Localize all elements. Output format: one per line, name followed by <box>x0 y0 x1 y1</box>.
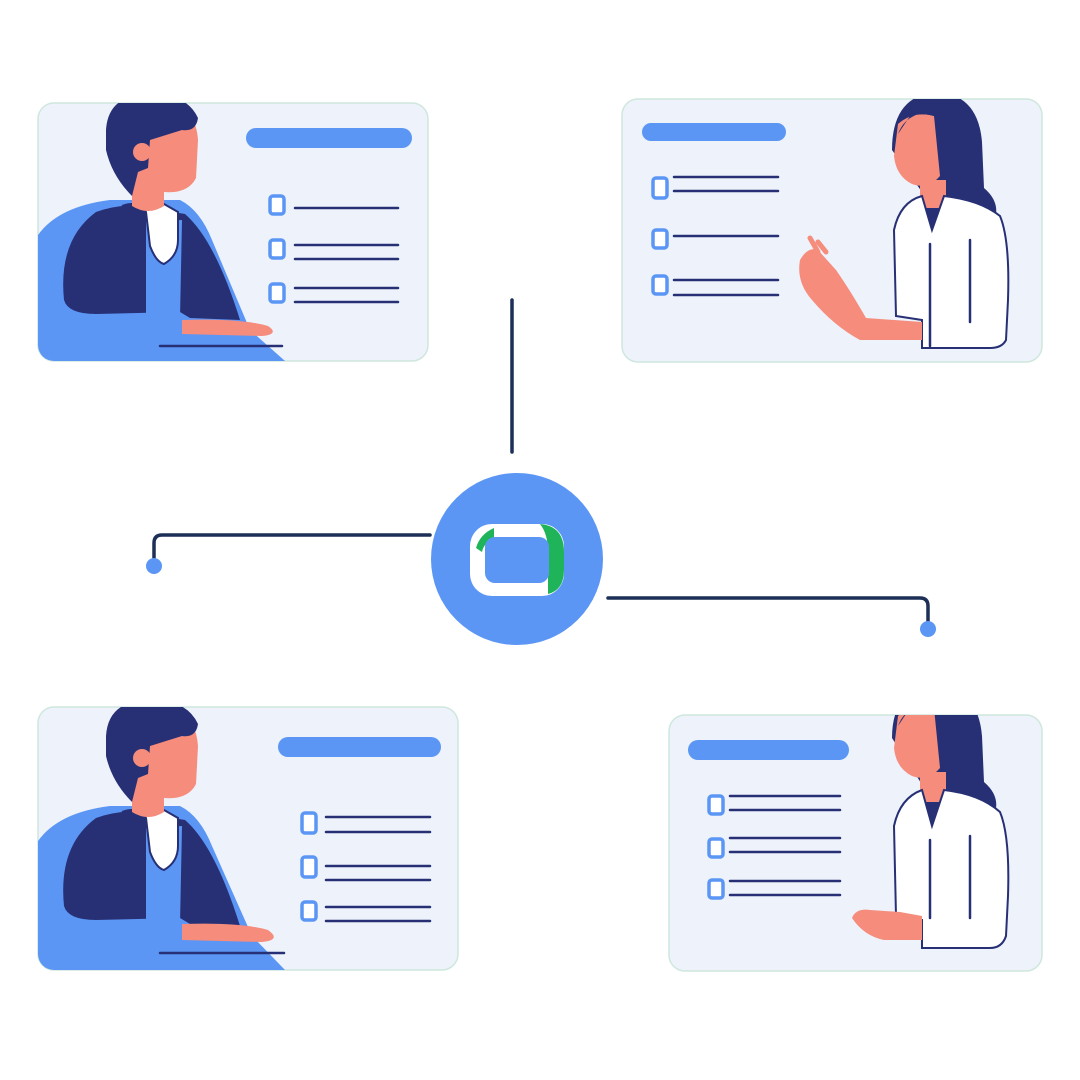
center-hub <box>431 473 603 645</box>
card-bottom-right-title-bar <box>688 740 849 760</box>
checkbox-icon <box>268 238 286 260</box>
checkbox-icon <box>651 228 669 250</box>
checkbox-icon <box>268 194 286 216</box>
connector-left <box>152 533 432 567</box>
card-top-left-title-bar <box>246 128 412 148</box>
card-top-right-title-bar <box>642 123 786 141</box>
male-patient-figure <box>38 103 285 361</box>
checkbox-icon <box>707 837 725 859</box>
checkbox-icon <box>300 855 318 879</box>
connector-right-endpoint <box>920 621 936 637</box>
checkbox-icon <box>268 282 286 304</box>
card-bottom-left <box>37 706 459 971</box>
video-conference-icon <box>470 524 564 596</box>
card-top-left <box>37 102 429 362</box>
checkbox-icon <box>707 878 725 900</box>
card-bottom-right <box>668 714 1043 972</box>
card-bottom-left-checklist <box>300 811 432 923</box>
connector-lines <box>152 298 930 630</box>
card-top-right <box>621 98 1043 363</box>
female-doctor-figure <box>852 715 1010 949</box>
checkbox-icon <box>651 176 669 200</box>
checkbox-icon <box>300 900 318 922</box>
checkbox-icon <box>300 811 318 835</box>
connector-right <box>606 596 930 630</box>
connector-left-endpoint <box>146 558 162 574</box>
card-bottom-right-checklist <box>707 794 842 900</box>
checkbox-icon <box>651 274 669 296</box>
card-top-left-checklist <box>268 194 400 304</box>
checkbox-icon <box>707 794 725 816</box>
female-doctor-figure <box>799 99 1010 349</box>
card-top-right-checklist <box>651 175 780 297</box>
male-patient-figure <box>38 707 286 970</box>
card-bottom-left-title-bar <box>278 737 441 757</box>
